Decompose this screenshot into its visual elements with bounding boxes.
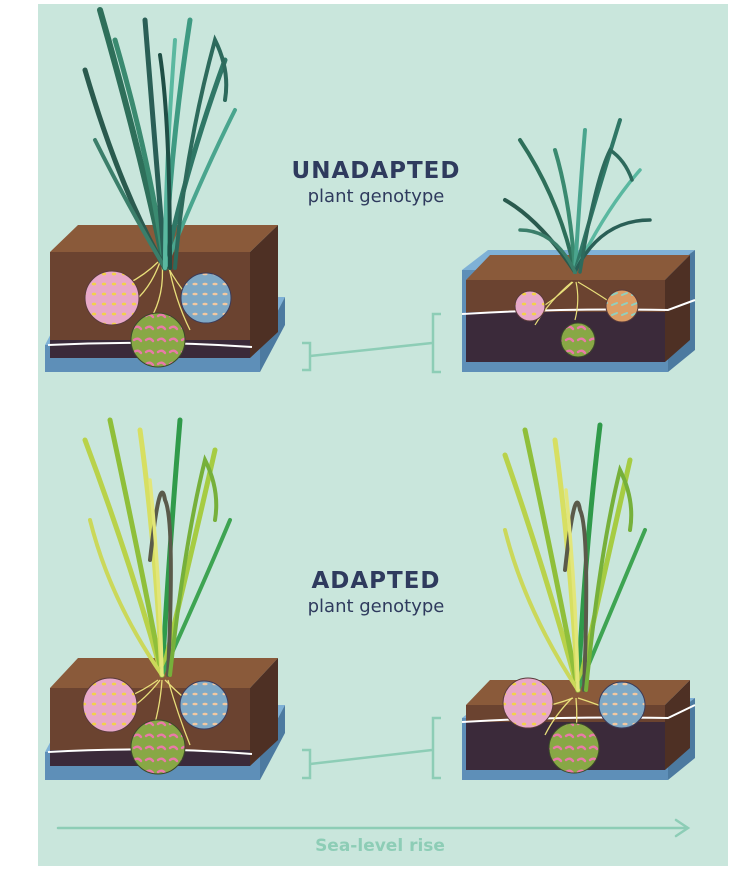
sea-level-connector-bottom (302, 718, 441, 778)
unadapted-subheading: plant genotype (256, 186, 496, 207)
microbe-community-green (561, 323, 595, 357)
sea-level-rise-arrow (58, 820, 688, 836)
microbe-community-pink (83, 678, 137, 732)
adapted-subheading: plant genotype (256, 596, 496, 617)
adapted-plant-right (505, 425, 645, 690)
adapted-low-sea-level-block (45, 658, 285, 780)
microbe-community-pink (85, 271, 139, 325)
microbe-community-green (131, 313, 185, 367)
adapted-plant-left (85, 420, 230, 675)
sea-level-connector-top (302, 314, 441, 372)
microbe-community-blue (181, 273, 231, 323)
unadapted-heading: UNADAPTED (256, 158, 496, 184)
adapted-label: ADAPTED plant genotype (256, 568, 496, 617)
adapted-high-sea-level-block (462, 678, 695, 780)
adapted-heading: ADAPTED (256, 568, 496, 594)
microbe-community-orange (606, 290, 638, 322)
microbe-community-green (131, 720, 185, 774)
sea-level-rise-label: Sea-level rise (260, 836, 500, 856)
microbe-community-pink (515, 291, 545, 321)
microbe-community-blue (180, 681, 228, 729)
microbe-community-pink (503, 678, 553, 728)
unadapted-label: UNADAPTED plant genotype (256, 158, 496, 207)
microbe-community-green (549, 723, 599, 773)
unadapted-plant-short (505, 120, 650, 272)
microbe-community-blue (599, 682, 645, 728)
